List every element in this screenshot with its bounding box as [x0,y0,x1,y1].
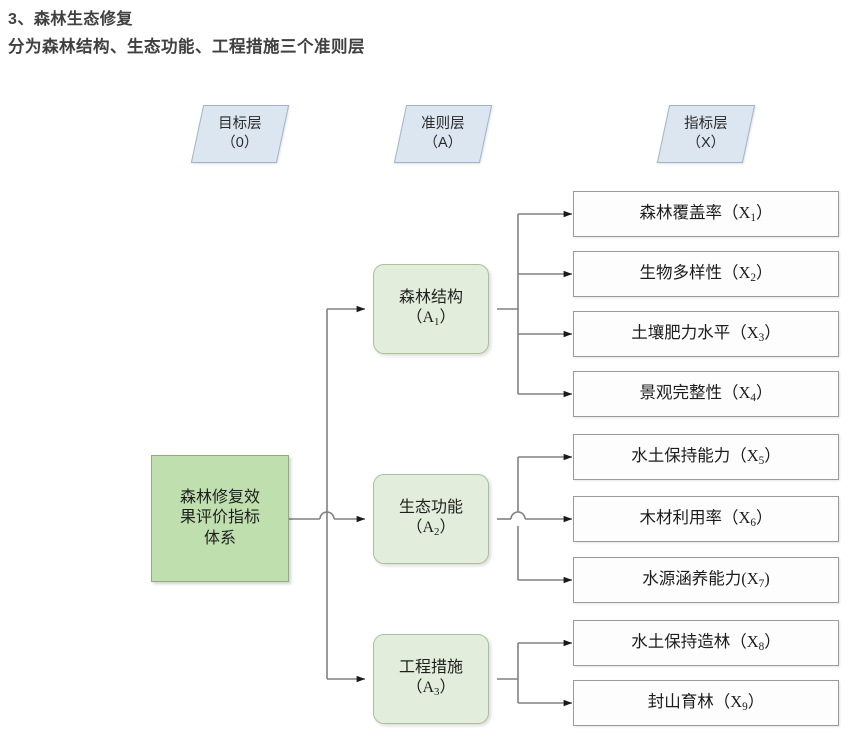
edge-group-a2 [497,453,573,584]
criterion-node-a1-label: 森林结构 [398,288,463,306]
indicator-node-x4[interactable]: 景观完整性（X4） [573,371,839,417]
indicator-node-x2-label: 生物多样性 [639,264,722,283]
goal-layer-tag-title: 目标层 [218,116,262,133]
indicator-layer-tag-code: （X） [686,135,726,151]
indicator-node-x4-label: 景观完整性 [639,384,722,403]
indicator-node-x7-label: 水源涵养能力 [642,570,742,589]
indicator-node-x3-label: 土壤肥力水平 [631,324,731,343]
criterion-layer-tag-title: 准则层 [421,116,465,133]
indicator-node-x3[interactable]: 土壤肥力水平（X3） [573,311,839,357]
edge-root-to-trunk [289,511,366,523]
goal-layer-tag-code: （0） [221,135,259,151]
indicator-node-x6[interactable]: 木材利用率（X6） [573,496,839,542]
criterion-node-a3-code: （A3） [406,679,456,699]
page-subtitle: 分为森林结构、生态功能、工程措施三个准则层 [8,38,365,56]
indicator-node-x1-label: 森林覆盖率 [639,204,722,223]
indicator-layer-tag: 指标层 （X） [656,105,756,163]
criterion-node-a2-label: 生态功能 [398,498,463,516]
indicator-layer-tag-title: 指标层 [684,116,728,133]
indicator-node-x8-label: 水土保持造林 [631,633,731,652]
indicator-node-x8[interactable]: 水土保持造林（X8） [573,620,839,666]
criterion-node-a1-code: （A1） [406,309,456,329]
goal-node[interactable]: 森林修复效 果评价指标 体系 [151,455,289,582]
indicator-node-x2[interactable]: 生物多样性（X2） [573,251,839,297]
goal-layer-tag: 目标层 （0） [190,105,290,163]
criterion-node-a2-code: （A2） [406,519,456,539]
goal-node-line2: 果评价指标 [179,509,260,527]
criterion-layer-tag: 准则层 （A） [393,105,493,163]
indicator-node-x5-label: 水土保持能力 [631,447,731,466]
indicator-node-x9-label: 封山育林 [647,693,714,712]
edge-group-a3 [497,639,573,707]
criterion-layer-tag-code: （A） [423,135,463,151]
indicator-node-x1[interactable]: 森林覆盖率（X1） [573,191,839,237]
criterion-node-a1[interactable]: 森林结构 （A1） [373,264,489,354]
indicator-node-x5[interactable]: 水土保持能力（X5） [573,434,839,480]
indicator-node-x6-label: 木材利用率 [639,509,722,528]
goal-node-line3: 体系 [203,529,236,547]
criterion-node-a3-label: 工程措施 [398,658,463,676]
criterion-node-a2[interactable]: 生态功能 （A2） [373,474,489,564]
criterion-node-a3[interactable]: 工程措施 （A3） [373,634,489,724]
goal-node-line1: 森林修复效 [179,488,260,506]
indicator-node-x9[interactable]: 封山育林（X9） [573,680,839,726]
edge-group-a1 [497,210,573,398]
indicator-node-x7[interactable]: 水源涵养能力(X7) [573,557,839,603]
page-title: 3、森林生态修复 [8,11,133,28]
